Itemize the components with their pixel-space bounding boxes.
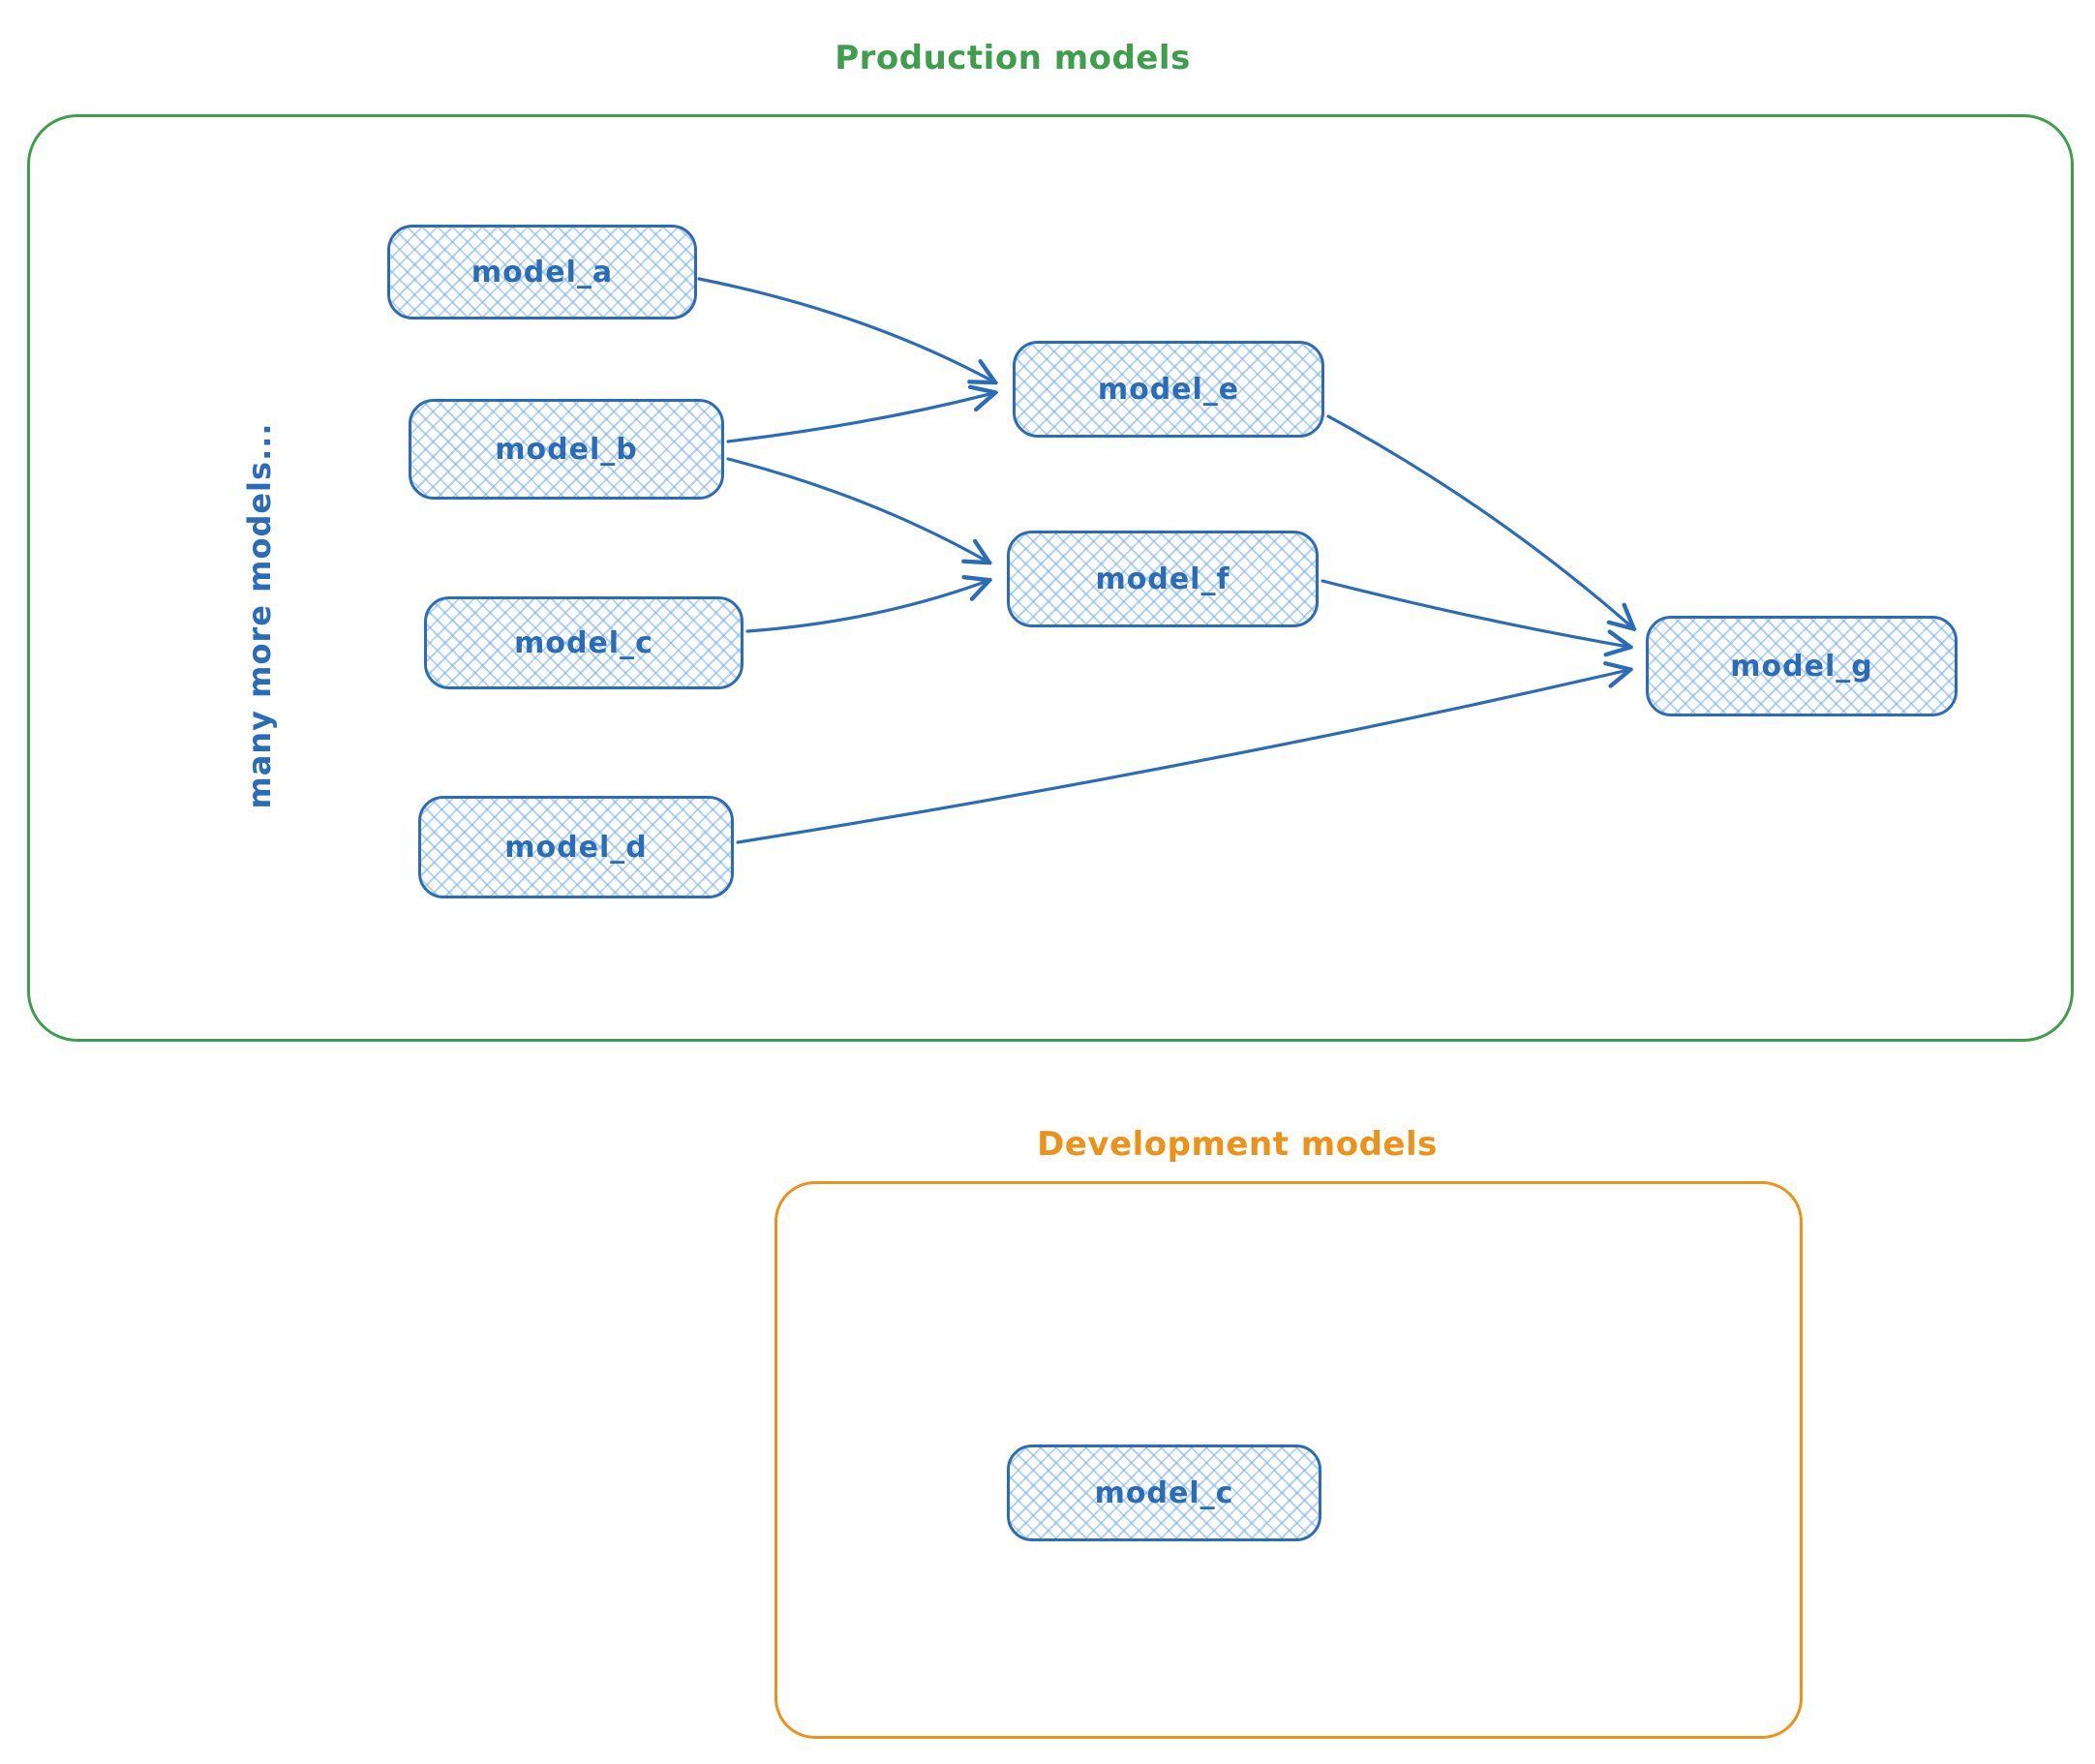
node-model-d[interactable]: model_d — [418, 796, 734, 898]
node-model-c-dev[interactable]: model_c — [1007, 1445, 1321, 1541]
node-model-a-label: model_a — [471, 255, 614, 289]
node-model-c-label: model_c — [514, 625, 653, 660]
node-model-e-label: model_e — [1097, 372, 1240, 407]
arrow-model_a-to-model_e[interactable] — [697, 277, 993, 381]
development-container-frame[interactable] — [774, 1181, 1803, 1739]
node-model-f-label: model_f — [1095, 562, 1230, 596]
node-model-a[interactable]: model_a — [387, 225, 697, 319]
node-model-b-label: model_b — [495, 432, 638, 467]
development-group-title: Development models — [1037, 1125, 1438, 1164]
production-group-title: Production models — [835, 39, 1191, 77]
node-model-f[interactable]: model_f — [1007, 531, 1319, 627]
arrow-model_d-to-model_g[interactable] — [736, 670, 1628, 844]
arrow-model_f-to-model_g[interactable] — [1321, 579, 1628, 647]
node-model-g-label: model_g — [1730, 649, 1873, 684]
arrow-model_c-to-model_f[interactable] — [745, 581, 987, 633]
node-model-g[interactable]: model_g — [1646, 616, 1958, 716]
node-model-e[interactable]: model_e — [1013, 341, 1324, 438]
node-model-d-label: model_d — [504, 830, 648, 865]
arrow-model_e-to-model_g[interactable] — [1326, 414, 1632, 627]
arrow-model_b-to-model_f[interactable] — [726, 457, 987, 562]
node-model-b[interactable]: model_b — [409, 399, 724, 500]
production-container-frame[interactable] — [27, 114, 2074, 1042]
node-model-c-dev-label: model_c — [1094, 1475, 1234, 1510]
arrow-model_b-to-model_e[interactable] — [726, 393, 993, 443]
node-model-c[interactable]: model_c — [424, 596, 744, 689]
